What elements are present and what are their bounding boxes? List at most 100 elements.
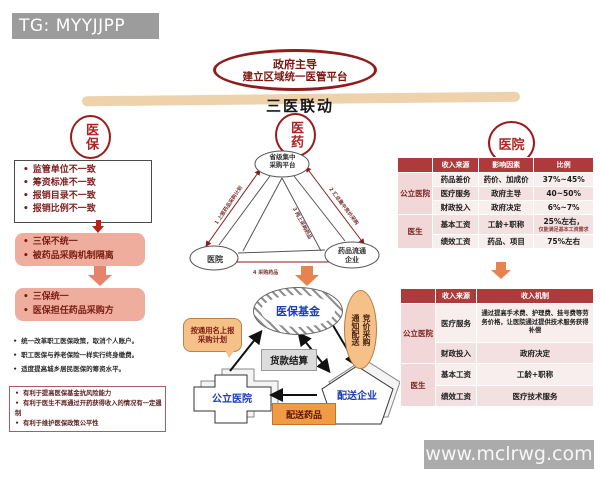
table-cell: 通过提高手术费、护理费、挂号费等劳务价格，让医院通过提供技术服务获得补偿 xyxy=(477,304,593,342)
tg-badge: TG: MYYJJPP xyxy=(12,13,159,39)
public-hospital-label: 公立医院 xyxy=(212,394,252,405)
table-cell: 医疗技术服务 xyxy=(477,386,593,406)
platform-label-line2: 采购平台 xyxy=(269,161,296,169)
table-header-cell: 收入来源 xyxy=(433,158,478,172)
table-cell: 40~50% xyxy=(534,187,593,200)
oval-line2: 建立区域统一医管平台 xyxy=(242,70,348,83)
bid-right-label: 竞价采购 xyxy=(362,313,371,346)
table-cell: 75%左右 xyxy=(534,235,593,248)
benefit-item: 有利于医生不再通过开药获得收入的情况有一定遏制 xyxy=(15,399,163,419)
delivery-company-shape xyxy=(321,365,394,425)
distributor-label-line1: 药品流通 xyxy=(338,247,366,255)
hospital-node-label: 医院 xyxy=(207,255,223,264)
table-cell: 基本工资 xyxy=(436,364,476,385)
table-cell: 工龄+职称 xyxy=(478,215,534,234)
watermark: www.mclrwg.com xyxy=(424,440,594,469)
hospital-income-table: 收入来源 影响因素 比例 公立医院 药品差价 药价、加成价 37%~45% 医疗… xyxy=(397,157,594,249)
after-item: 三保统一 xyxy=(23,290,141,304)
table-cell: 6%~7% xyxy=(534,201,593,214)
down-arrow-icon xyxy=(88,266,112,286)
table-header-cell: 比例 xyxy=(534,158,593,172)
table-cell: 37%~45% xyxy=(534,173,593,186)
table-cell: 绩效工资 xyxy=(433,235,478,248)
issue-item: 筹资标准不一致 xyxy=(23,177,149,190)
table-cell-value: 25%左右， xyxy=(543,217,584,226)
table-cell: 医疗服务 xyxy=(433,187,478,200)
settlement-flow-diagram xyxy=(193,321,400,425)
table-cell: 政府决定 xyxy=(477,343,593,363)
note-item: 职工医保与养老保险一样实行终身缴费。 xyxy=(13,348,181,362)
deliver-drugs-box: 配送药品 xyxy=(272,403,336,425)
arrow-hospital-to-fund xyxy=(229,329,263,372)
down-arrow-icon xyxy=(295,266,319,286)
platform-label: 省级集中 采购平台 xyxy=(255,153,310,169)
row-group-label: 公立医院 xyxy=(398,173,433,214)
issue-item: 报销比例不一致 xyxy=(23,203,149,216)
insurance-issues-box: 监管单位不一致 筹资标准不一致 报销目录不一致 报销比例不一致 xyxy=(14,160,152,223)
down-arrow-icon xyxy=(92,220,104,233)
row-group-label: 医生 xyxy=(398,215,433,248)
table-header-cell xyxy=(401,289,435,303)
before-item: 三保不统一 xyxy=(23,235,141,249)
edge-bottom-inner xyxy=(237,249,326,254)
report-bubble-line1: 按通用名上报 xyxy=(190,326,235,335)
issue-item: 监管单位不一致 xyxy=(23,164,149,177)
platform-ellipse xyxy=(254,150,310,178)
edge-left-inner xyxy=(218,175,271,246)
platform-label-line1: 省级集中 xyxy=(269,153,296,161)
insurance-circle: 医保 xyxy=(70,115,111,159)
distributor-label-line2: 企业 xyxy=(345,255,359,264)
insurance-benefits-box: 有利于提高医保基金抗风险能力 有利于医生不再通过开药获得收入的情况有一定遏制 有… xyxy=(9,386,166,432)
insurance-after-box: 三保统一 医保担任药品采购方 xyxy=(15,288,145,321)
table-header-cell: 收入来源 xyxy=(436,289,476,303)
note-item: 适度提高城乡居民医保的筹资水平。 xyxy=(13,362,181,376)
hospital-node-ellipse xyxy=(189,245,239,271)
table-cell-note: 仅能满足基本工资需求 xyxy=(538,227,589,233)
pharma-title: 医药 xyxy=(288,121,303,149)
fund-label: 医保基金 xyxy=(261,295,335,327)
table-cell: 政府决定 xyxy=(478,201,534,214)
hospital-mechanism-table: 收入来源 收入机制 公立医院 医疗服务 通过提高手术费、护理费、挂号费等劳务价格… xyxy=(400,288,594,407)
table-header-cell: 收入机制 xyxy=(477,289,593,303)
down-arrow-icon xyxy=(491,262,511,279)
after-item: 医保担任药品采购方 xyxy=(23,304,141,318)
table-cell: 药品、项目 xyxy=(478,235,534,248)
table-cell: 工龄+职称 xyxy=(477,364,593,385)
procurement-triangle-diagram xyxy=(189,150,380,271)
center-triangle-right xyxy=(281,177,322,252)
table-cell: 政府主导 xyxy=(478,187,534,200)
insurance-before-box: 三保不统一 被药品采购机制隔离 xyxy=(15,233,145,266)
oval-line1: 政府主导 xyxy=(273,57,317,71)
bid-ellipse: 通知配送 竞价采购 xyxy=(344,290,377,369)
header-oval: 政府主导 建立区域统一医管平台 xyxy=(213,49,377,91)
linkage-title: 三医联动 xyxy=(265,97,334,115)
edge-label-4: 4 采购药品 xyxy=(253,270,279,276)
row-group-label: 医生 xyxy=(401,364,435,406)
edge-right-outer xyxy=(305,166,365,245)
report-bubble-line2: 采购计划 xyxy=(197,335,228,344)
table-cell: 财政投入 xyxy=(436,343,476,363)
insurance-notes: 统一改革职工医保政策，取消个人账户。 职工医保与养老保险一样实行终身缴费。 适度… xyxy=(13,334,181,376)
table-cell: 25%左右， 仅能满足基本工资需求 xyxy=(534,215,593,234)
table-header-cell: 影响因素 xyxy=(478,158,534,172)
hospital-title: 医院 xyxy=(498,137,525,153)
table-header-cell xyxy=(398,158,433,172)
benefit-item: 有利于维护医保政策公平性 xyxy=(15,419,163,429)
settlement-box: 货款结算 xyxy=(261,349,317,371)
distributor-label: 药品流通 企业 xyxy=(327,247,377,264)
note-item: 统一改革职工医保政策，取消个人账户。 xyxy=(13,334,181,348)
table-cell: 医疗服务 xyxy=(436,304,476,342)
table-cell: 绩效工资 xyxy=(436,386,476,406)
row-group-label: 公立医院 xyxy=(401,304,435,363)
edge-left-outer xyxy=(205,169,261,247)
public-hospital-shape xyxy=(193,374,272,424)
table-cell: 药品差价 xyxy=(433,173,478,186)
issue-item: 报销目录不一致 xyxy=(23,190,149,203)
table-cell: 药价、加成价 xyxy=(478,173,534,186)
distributor-ellipse xyxy=(324,241,380,269)
fund-ellipse: 医保基金 xyxy=(253,287,343,335)
report-bubble: 按通用名上报 采购计划 xyxy=(183,318,242,358)
table-cell: 财政投入 xyxy=(433,201,478,214)
delivery-company-label: 配送企业 xyxy=(337,391,377,402)
